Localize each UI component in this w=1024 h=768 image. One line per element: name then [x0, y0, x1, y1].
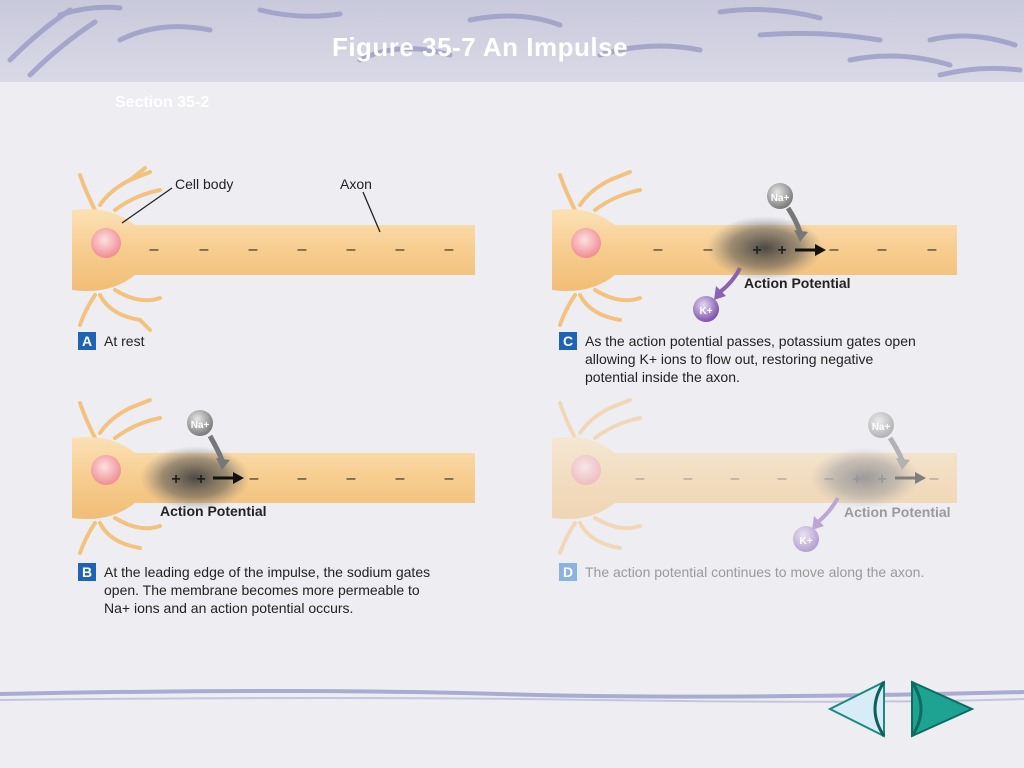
- charge-minus: –: [445, 470, 454, 487]
- charge-minus: –: [731, 470, 740, 487]
- charge-plus: +: [196, 471, 205, 488]
- charge-minus: –: [396, 241, 405, 258]
- charge-minus: –: [200, 241, 209, 258]
- charge-minus: –: [298, 470, 307, 487]
- charge-minus: –: [298, 241, 307, 258]
- charge-minus: –: [347, 470, 356, 487]
- charge-minus: –: [830, 241, 839, 258]
- charge-plus: +: [752, 242, 761, 259]
- charge-plus: +: [852, 471, 861, 488]
- panel-d-charges: – – – – – + + –: [636, 470, 939, 488]
- caption-line: At the leading edge of the impulse, the …: [104, 564, 431, 580]
- panel-c-charges: – – + + – – –: [654, 241, 937, 259]
- caption-line: At rest: [104, 333, 145, 349]
- k-ion-label: K+: [699, 306, 712, 317]
- caption-line: open. The membrane becomes more permeabl…: [104, 582, 420, 598]
- charge-plus: +: [777, 242, 786, 259]
- axon-label: Axon: [340, 176, 372, 192]
- charge-minus: –: [654, 241, 663, 258]
- action-potential-label: Action Potential: [844, 504, 951, 520]
- action-potential-label: Action Potential: [160, 503, 267, 519]
- na-ion-label: Na+: [191, 420, 210, 431]
- charge-minus: –: [636, 470, 645, 487]
- k-ion-label: K+: [799, 536, 812, 547]
- caption-line: As the action potential passes, potassiu…: [585, 333, 916, 349]
- back-arrow-icon[interactable]: [826, 678, 888, 740]
- charge-minus: –: [778, 470, 787, 487]
- panel-a-figure: [72, 166, 475, 332]
- caption-line: allowing K+ ions to flow out, restoring …: [585, 351, 874, 367]
- charge-minus: –: [150, 241, 159, 258]
- caption-text: At the leading edge of the impulse, the …: [104, 563, 430, 617]
- panel-b-figure: [72, 398, 475, 555]
- charge-minus: –: [396, 470, 405, 487]
- na-ion-label: Na+: [771, 193, 790, 204]
- charge-minus: –: [250, 470, 259, 487]
- panel-a-charges: – – – – – – –: [150, 241, 454, 258]
- action-potential-label: Action Potential: [744, 275, 851, 291]
- charge-minus: –: [930, 470, 939, 487]
- forward-arrow-icon[interactable]: [908, 678, 976, 740]
- charge-minus: –: [878, 241, 887, 258]
- cell-body-label: Cell body: [175, 176, 233, 192]
- panel-b-charges: + + – – – – –: [171, 470, 453, 488]
- charge-minus: –: [347, 241, 356, 258]
- panel-c-figure: [552, 170, 957, 327]
- panel-letter-badge: A: [78, 332, 96, 350]
- charge-minus: –: [684, 470, 693, 487]
- panel-letter-badge: C: [559, 332, 577, 350]
- caption-text: At rest: [104, 332, 144, 350]
- charge-plus: +: [877, 471, 886, 488]
- charge-minus: –: [825, 470, 834, 487]
- charge-plus: +: [171, 471, 180, 488]
- section-label: Section 35-2: [115, 94, 210, 111]
- caption-line: potential inside the axon.: [585, 369, 740, 385]
- charge-minus: –: [445, 241, 454, 258]
- na-ion-label: Na+: [872, 422, 891, 433]
- slide-title: Figure 35-7 An Impulse: [331, 32, 629, 62]
- charge-minus: –: [704, 241, 713, 258]
- panel-d-figure: [552, 398, 957, 555]
- charge-minus: –: [249, 241, 258, 258]
- charge-minus: –: [928, 241, 937, 258]
- panel-letter-badge: D: [559, 563, 577, 581]
- panel-letter-badge: B: [78, 563, 96, 581]
- caption-text: As the action potential passes, potassiu…: [585, 332, 916, 386]
- caption-text: The action potential continues to move a…: [585, 563, 924, 581]
- caption-line: Na+ ions and an action potential occurs.: [104, 600, 354, 616]
- caption-line: The action potential continues to move a…: [585, 564, 925, 580]
